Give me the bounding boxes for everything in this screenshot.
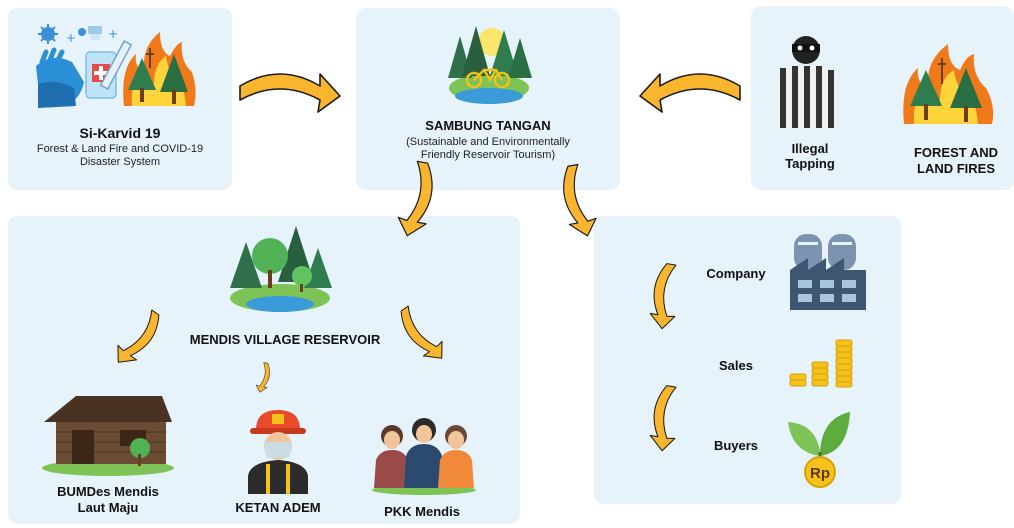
buyers-label: Buyers — [713, 438, 759, 453]
forest-fire-icon-2 — [900, 40, 996, 126]
coins-icon — [788, 336, 858, 388]
wooden-house-icon — [42, 388, 174, 476]
curved-arrow-icon — [394, 159, 438, 240]
sales-label: Sales — [719, 358, 753, 373]
rupiah-leaf-icon: Rp — [786, 408, 852, 488]
covid-ppe-icon: + + — [32, 22, 133, 112]
ketan-adem-label: KETAN ADEM — [235, 500, 321, 515]
curved-arrow-icon — [254, 361, 272, 394]
curved-arrow-icon — [558, 162, 600, 240]
svg-text:+: + — [66, 31, 76, 45]
company-label: Company — [706, 266, 766, 281]
curved-arrow-icon — [109, 305, 166, 371]
curved-arrow-icon — [647, 261, 685, 332]
sambung-tangan-subtitle-2: Friendly Reservoir Tourism) — [420, 149, 556, 161]
women-group-icon — [372, 414, 476, 495]
si-karvid-title: Si-Karvid 19 — [79, 125, 161, 141]
forest-land-fires-label-1: FOREST AND — [913, 145, 999, 160]
pkk-mendis-label: PKK Mendis — [384, 504, 460, 519]
forest-fire-icon — [120, 28, 198, 108]
curved-arrow-icon — [647, 383, 685, 454]
sambung-tangan-subtitle-1: (Sustainable and Environmentally — [406, 136, 570, 148]
curved-arrow-icon — [394, 301, 451, 367]
rupiah-symbol: Rp — [810, 465, 830, 482]
si-karvid-subtitle-1: Forest & Land Fire and COVID-19 — [36, 143, 204, 155]
firefighter-icon — [246, 406, 310, 494]
forest-land-fires-label-2: LAND FIRES — [917, 161, 995, 176]
curved-arrow-icon — [639, 73, 741, 113]
sambung-tangan-title: SAMBUNG TANGAN — [425, 118, 551, 133]
bicycle-forest-icon — [446, 16, 532, 106]
factory-icon — [790, 230, 866, 310]
illegal-tapping-label-2: Tapping — [785, 156, 835, 171]
si-karvid-subtitle-2: Disaster System — [79, 156, 161, 168]
curved-arrow-icon — [239, 73, 341, 113]
svg-text:+: + — [108, 27, 118, 41]
thief-icon — [770, 32, 842, 128]
illegal-tapping-label-1: Illegal — [791, 141, 829, 156]
reservoir-forest-icon — [226, 222, 334, 314]
mendis-reservoir-title: MENDIS VILLAGE RESERVOIR — [189, 332, 381, 347]
bumdes-label-1: BUMDes Mendis — [57, 484, 159, 499]
bumdes-label-2: Laut Maju — [77, 500, 139, 515]
